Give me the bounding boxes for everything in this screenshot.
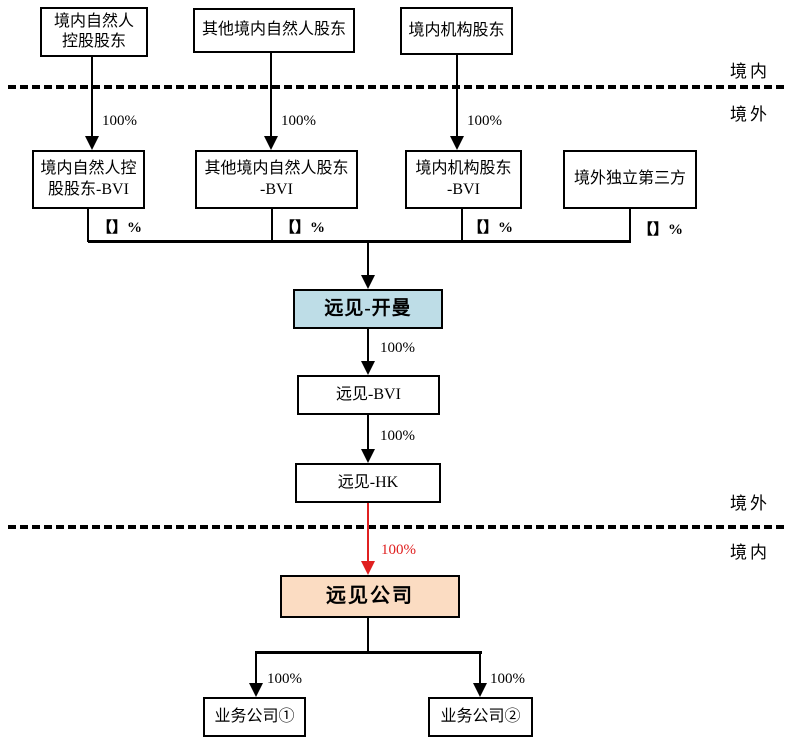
edge-b1-bus-line <box>87 209 89 242</box>
edge-cayman-bvi-line <box>367 329 369 362</box>
node-business-company-2: 业务公司② <box>428 697 533 737</box>
node-label: 境内机构股东 <box>415 160 512 178</box>
node-label: 境内自然人控 <box>40 160 137 178</box>
node-label: -BVI <box>260 180 293 198</box>
node-label: 远见-HK <box>337 473 399 491</box>
region-label-onshore-top: 境内 <box>730 62 770 81</box>
edge-company-biz2-line <box>479 651 481 684</box>
node-domestic-institutional-shareholders: 境内机构股东 <box>400 7 513 55</box>
node-other-domestic-natural-person-shareholders: 其他境内自然人股东 <box>193 8 355 53</box>
edge-b4-bus-line <box>629 209 631 242</box>
edge-bvi-hk-arrowhead <box>361 449 375 463</box>
node-yuanjian-bvi: 远见-BVI <box>297 375 440 415</box>
node-label: 境内自然人 <box>53 12 134 30</box>
edge-company-biz2-label: 100% <box>490 671 525 687</box>
node-label: -BVI <box>447 180 480 198</box>
edge-a1-b1-label: 100% <box>102 113 137 129</box>
edge-company-biz1-arrowhead <box>249 683 263 697</box>
node-label: 远见公司 <box>326 584 414 607</box>
region-label-onshore-bottom: 境内 <box>730 543 770 562</box>
node-domestic-natural-person-controlling-shareholder: 境内自然人 控股股东 <box>40 7 148 57</box>
node-label: 其他境内自然人股东 <box>204 160 349 178</box>
edge-a1-b1-line <box>91 57 93 136</box>
edge-cayman-bvi-label: 100% <box>380 340 415 356</box>
edge-company-biz2-arrowhead <box>473 683 487 697</box>
edge-cayman-bvi-arrowhead <box>361 361 375 375</box>
edge-hk-company-line <box>367 503 369 562</box>
node-domestic-institutional-shareholders-bvi: 境内机构股东 -BVI <box>405 150 522 209</box>
edge-b2-bus-line <box>271 209 273 242</box>
edge-b3-bus-label: 【】% <box>468 220 514 236</box>
node-label: 境内机构股东 <box>408 21 505 39</box>
node-label: 远见-BVI <box>336 385 401 403</box>
node-yuanjian-cayman: 远见-开曼 <box>293 289 443 329</box>
edge-bus-cayman-line <box>367 240 369 276</box>
node-yuanjian-company: 远见公司 <box>280 575 460 618</box>
edge-bvi-hk-line <box>367 415 369 450</box>
node-offshore-independent-third-party: 境外独立第三方 <box>563 150 697 209</box>
edge-a2-b2-line <box>270 53 272 136</box>
edge-hk-company-arrowhead <box>361 561 375 575</box>
edge-a3-b3-arrowhead <box>450 136 464 150</box>
edge-bvi-hk-label: 100% <box>380 428 415 444</box>
edge-a2-b2-arrowhead <box>264 136 278 150</box>
edge-company-biz1-label: 100% <box>267 671 302 687</box>
node-label: 其他境内自然人股东 <box>201 21 346 39</box>
node-label: 业务公司① <box>214 707 295 725</box>
edge-b4-bus-label: 【】% <box>638 222 684 238</box>
region-label-offshore-top: 境外 <box>730 105 770 124</box>
edge-company-biz1-line <box>255 651 257 684</box>
node-label: 远见-开曼 <box>324 297 412 319</box>
edge-hk-company-label: 100% <box>381 542 416 558</box>
edge-a3-b3-line <box>456 55 458 136</box>
edge-a1-b1-arrowhead <box>85 136 99 150</box>
onshore-offshore-divider-bottom <box>8 525 784 529</box>
edge-bus-cayman-arrowhead <box>361 275 375 289</box>
node-label: 境外独立第三方 <box>573 170 686 188</box>
shareholder-bus-line <box>88 240 631 243</box>
node-label: 业务公司② <box>440 707 521 725</box>
region-label-offshore-bottom: 境外 <box>730 494 770 513</box>
edge-b3-bus-line <box>461 209 463 242</box>
onshore-offshore-divider-top <box>8 85 784 89</box>
edge-a3-b3-label: 100% <box>467 113 502 129</box>
company-split-stub-line <box>367 618 369 653</box>
node-business-company-1: 业务公司① <box>203 697 306 737</box>
node-label: 股股东-BVI <box>48 180 129 198</box>
edge-b1-bus-label: 【】% <box>97 220 143 236</box>
node-domestic-natural-controlling-shareholder-bvi: 境内自然人控 股股东-BVI <box>32 150 145 209</box>
company-split-bus-line <box>255 651 482 654</box>
node-yuanjian-hk: 远见-HK <box>295 463 441 503</box>
edge-a2-b2-label: 100% <box>281 113 316 129</box>
edge-b2-bus-label: 【】% <box>280 220 326 236</box>
node-label: 控股股东 <box>61 33 126 50</box>
node-other-domestic-natural-shareholders-bvi: 其他境内自然人股东 -BVI <box>195 150 358 209</box>
